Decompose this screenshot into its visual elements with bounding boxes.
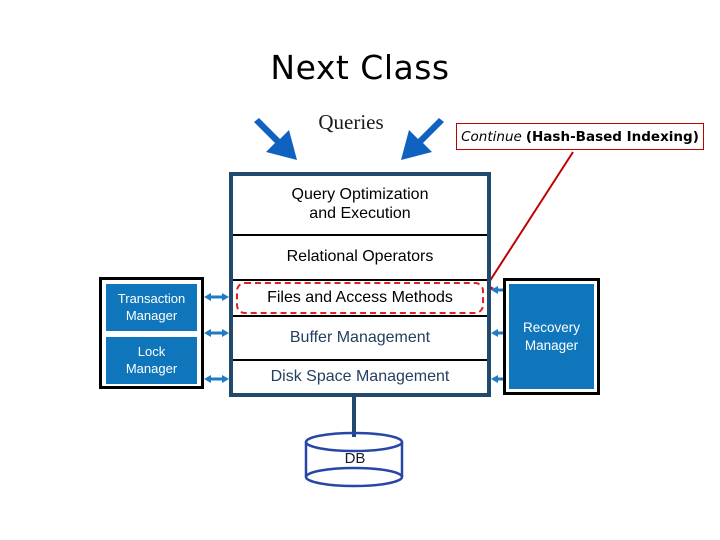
continue-pointer-arrow-icon — [480, 151, 574, 297]
page-title: Next Class — [270, 48, 450, 87]
stack-row-query-optimization-line2: and Execution — [309, 205, 411, 222]
stack-row-files-and-access-methods-label: Files and Access Methods — [267, 288, 453, 306]
stack-row-query-optimization[interactable]: Query Optimization and Execution — [233, 176, 487, 236]
lock-manager-line2: Manager — [125, 360, 178, 376]
transaction-manager-box[interactable]: Transaction Manager — [106, 284, 197, 331]
transaction-manager-line2: Manager — [125, 307, 178, 323]
stack-row-relational-operators[interactable]: Relational Operators — [233, 236, 487, 281]
queries-arrow-right-icon — [401, 118, 444, 160]
recovery-manager-container: Recovery Manager — [503, 278, 600, 395]
queries-arrow-left-icon — [254, 118, 297, 160]
continue-callout-italic-text: Continue — [461, 128, 522, 145]
files-highlight-box — [236, 282, 484, 314]
recovery-manager-line1: Recovery — [522, 319, 581, 335]
stack-row-relational-operators-label: Relational Operators — [286, 248, 434, 266]
recovery-manager-box[interactable]: Recovery Manager — [509, 284, 594, 389]
lock-manager-line1: Lock — [137, 344, 166, 360]
connector-left-middle-icon — [204, 329, 229, 337]
queries-label: Queries — [318, 110, 384, 134]
stack-row-buffer-management-label: Buffer Management — [289, 328, 431, 346]
db-label: DB — [344, 450, 366, 467]
stack-row-buffer-management[interactable]: Buffer Management — [233, 317, 487, 361]
lock-manager-box[interactable]: Lock Manager — [106, 337, 197, 384]
connector-left-transaction-icon — [204, 293, 229, 301]
recovery-manager-line2: Manager — [524, 337, 579, 353]
continue-callout-box[interactable]: Continue (Hash-Based Indexing) — [456, 123, 704, 150]
connector-left-lock-icon — [204, 375, 229, 383]
dbms-architecture-stack: Query Optimization and Execution Relatio… — [229, 172, 491, 397]
stack-row-query-optimization-line1: Query Optimization — [291, 186, 429, 204]
continue-callout-bold-text: (Hash-Based Indexing) — [525, 128, 699, 145]
transaction-manager-line1: Transaction — [117, 291, 186, 307]
left-managers-container: Transaction Manager Lock Manager — [99, 277, 204, 389]
stack-row-disk-space-management[interactable]: Disk Space Management — [233, 361, 487, 393]
stack-row-disk-space-management-label: Disk Space Management — [270, 367, 450, 385]
stack-row-files-and-access-methods[interactable]: Files and Access Methods — [233, 281, 487, 317]
